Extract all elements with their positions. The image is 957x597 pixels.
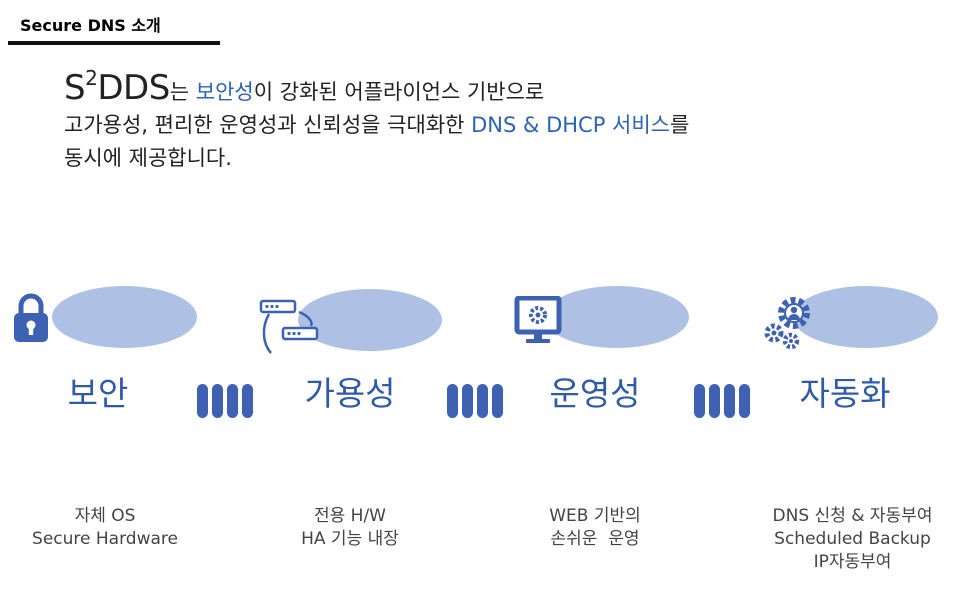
feature-desc-automation: DNS 신청 & 자동부여 Scheduled Backup IP자동부여	[772, 506, 933, 572]
highlight-security: 보안성	[195, 80, 254, 104]
intro-line-2: 고가용성, 편리한 운영성과 신뢰성을 극대화한 DNS & DHCP 서비스를	[64, 113, 690, 137]
feature-ellipse-automation	[793, 286, 938, 348]
feature-title-automation: 자동화	[799, 374, 891, 413]
feature-desc-availability: 전용 H/W HA 기능 내장	[301, 506, 399, 549]
highlight-service: DNS & DHCP 서비스	[471, 113, 670, 137]
intro-line-1: S2DDS는 보안성이 강화된 어플라이언스 기반으로	[64, 66, 545, 108]
section-title: Secure DNS 소개	[20, 16, 161, 35]
feature-ellipse-operability	[544, 286, 689, 348]
feature-title-security: 보안	[67, 374, 129, 413]
gears-user-icon	[764, 297, 810, 350]
feature-desc-security: 자체 OS Secure Hardware	[32, 506, 178, 549]
connector-3	[694, 384, 750, 418]
title-underline	[8, 41, 220, 45]
lock-icon	[14, 293, 48, 342]
feature-ellipse-security	[52, 286, 197, 348]
feature-title-operability: 운영성	[549, 374, 641, 413]
connector-1	[197, 384, 253, 418]
feature-ellipse-availability	[298, 289, 442, 351]
feature-title-availability: 가용성	[304, 374, 396, 413]
intro-text: S2DDS는 보안성이 강화된 어플라이언스 기반으로 고가용성, 편리한 운영…	[64, 62, 689, 175]
monitor-gear-icon	[514, 296, 562, 343]
brand-name: S2DDS	[64, 66, 170, 108]
intro-line-3: 동시에 제공합니다.	[64, 146, 232, 170]
server-failover-icon	[259, 299, 319, 354]
connector-2	[447, 384, 503, 418]
feature-desc-operability: WEB 기반의 손쉬운 운영	[549, 506, 641, 549]
